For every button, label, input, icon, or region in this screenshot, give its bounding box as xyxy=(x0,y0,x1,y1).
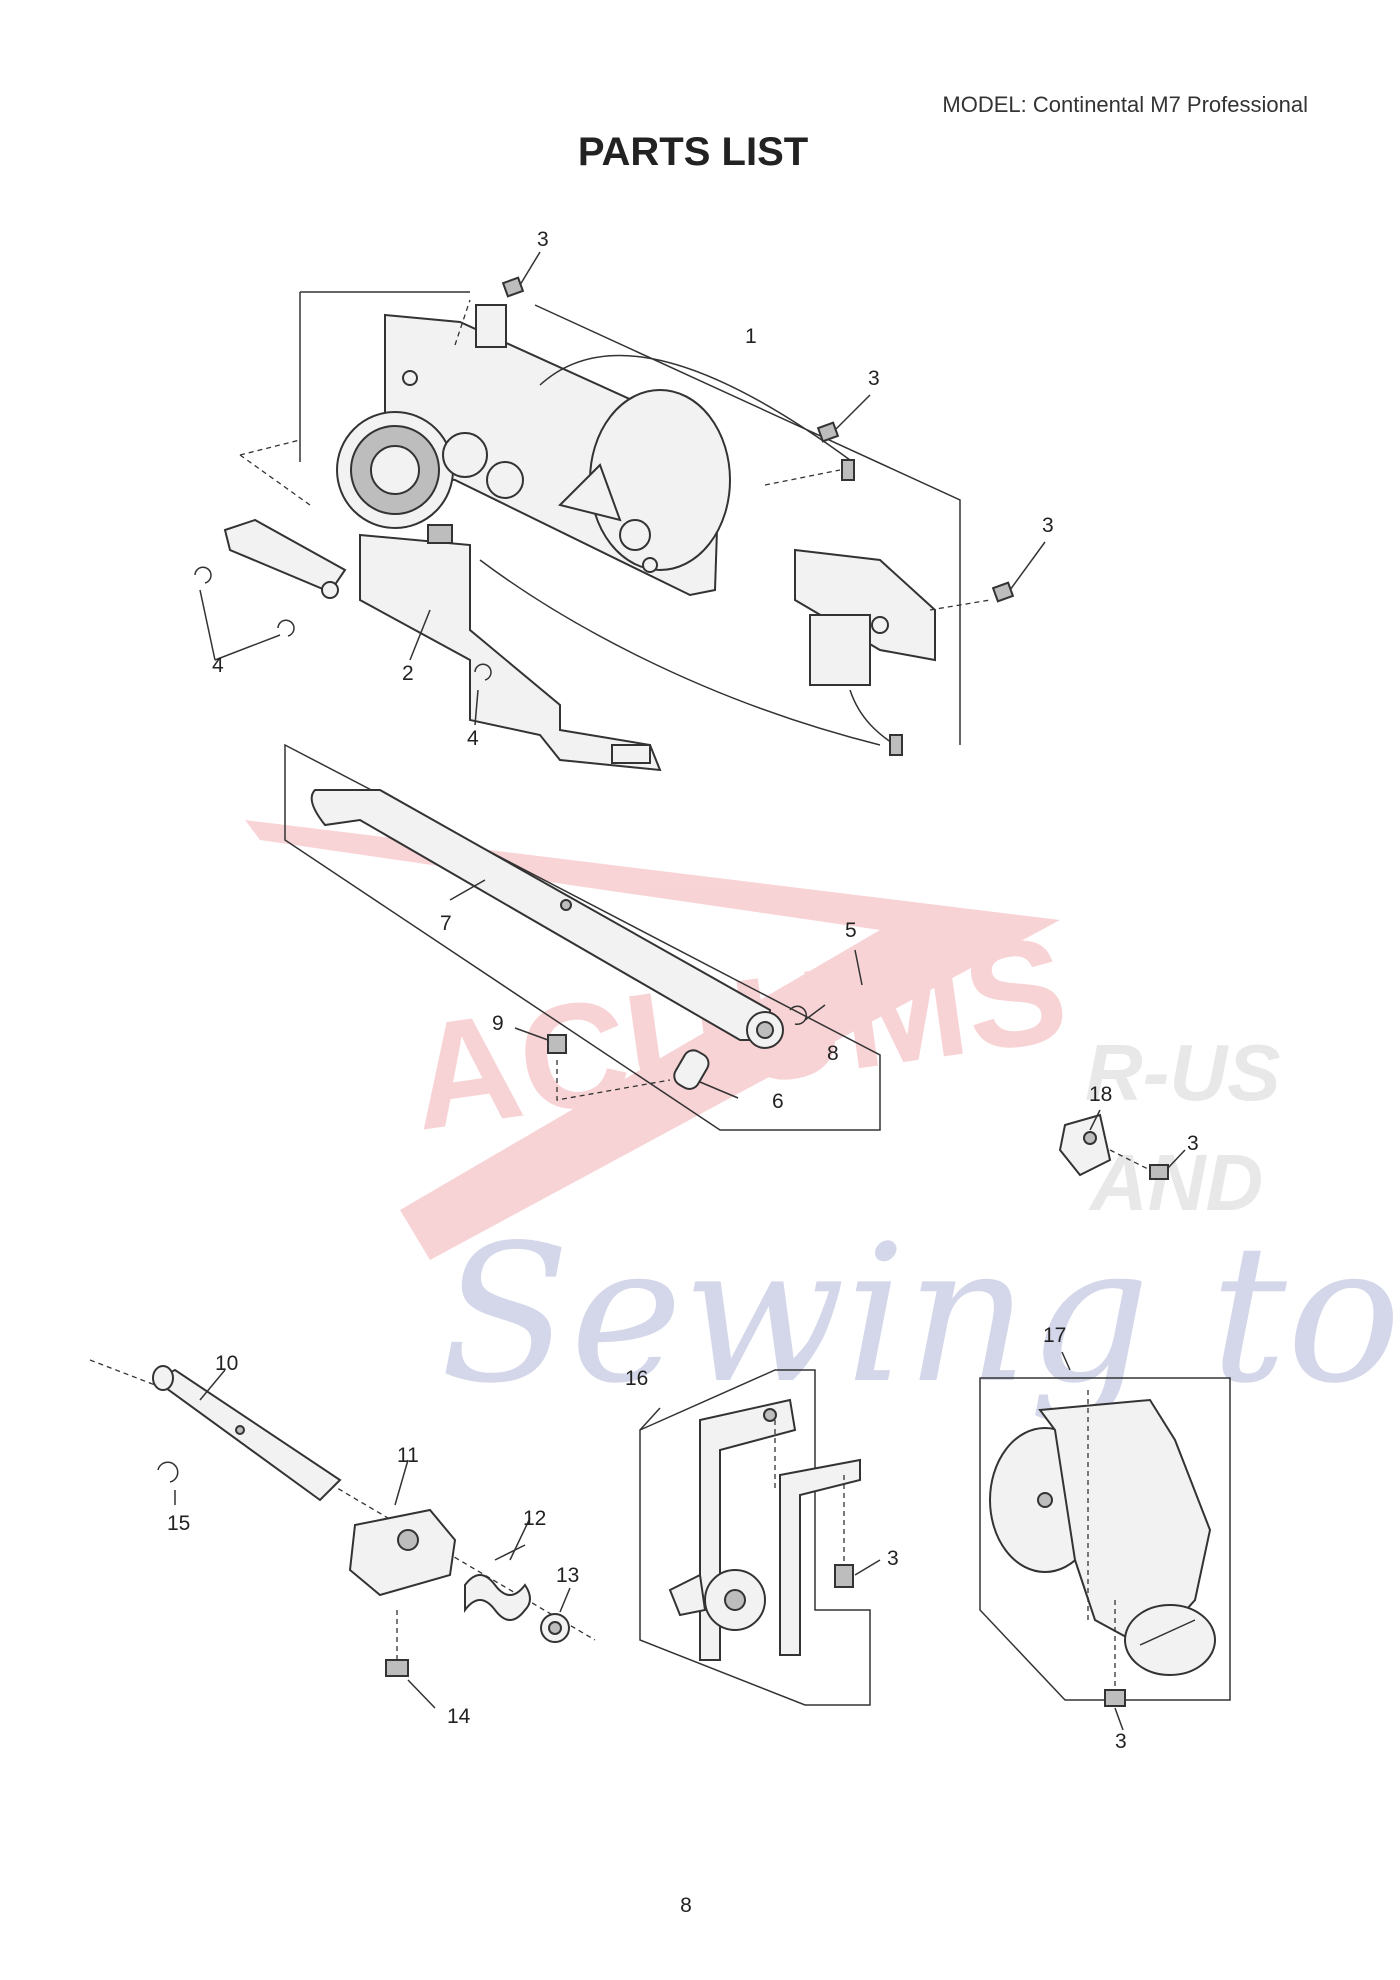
assembly-16 xyxy=(639,1369,881,1706)
callout-8: 8 xyxy=(827,1042,839,1065)
plate-bracket xyxy=(475,304,507,348)
screw-part-14 xyxy=(385,1659,409,1677)
callout-3: 3 xyxy=(1042,514,1054,537)
bracket-part-11 xyxy=(348,1508,457,1597)
callout-9: 9 xyxy=(492,1012,504,1035)
callout-2: 2 xyxy=(402,662,414,685)
watermark-word-2: R-US xyxy=(1085,1028,1281,1117)
gear-small-1 xyxy=(442,432,488,478)
screw-3f xyxy=(1104,1689,1126,1707)
pin-part-6 xyxy=(673,1049,710,1090)
callouts: 3 1 3 3 4 2 4 7 5 9 8 6 18 3 17 10 16 11… xyxy=(167,228,1199,1753)
shaft-part-10 xyxy=(153,1368,342,1502)
callout-3: 3 xyxy=(1115,1730,1127,1753)
model-label: MODEL: Continental M7 Professional xyxy=(942,92,1308,117)
callout-15: 15 xyxy=(167,1512,190,1535)
callout-3: 3 xyxy=(537,228,549,251)
frame-part-16 xyxy=(699,1398,797,1661)
screw-group-top xyxy=(501,251,1046,603)
assembly-2-lever-bracket xyxy=(194,518,662,772)
gear-small-2 xyxy=(486,461,524,499)
bracket-part-2 xyxy=(359,533,662,772)
screw-3a xyxy=(501,276,525,298)
assembly-17 xyxy=(979,1351,1231,1731)
watermark: ACUUMS R-US AND Sewing too xyxy=(245,820,1400,1425)
callout-10: 10 xyxy=(215,1352,238,1375)
screw-3e xyxy=(834,1564,854,1588)
e-ring-b xyxy=(277,619,295,637)
page-number: 8 xyxy=(680,1894,692,1917)
callout-3: 3 xyxy=(1187,1132,1199,1155)
callout-4: 4 xyxy=(467,727,479,750)
callout-12: 12 xyxy=(523,1507,546,1530)
callout-1: 1 xyxy=(745,325,757,348)
part-18-clip xyxy=(1058,1109,1186,1180)
callout-13: 13 xyxy=(556,1564,579,1587)
e-ring-15 xyxy=(157,1461,179,1483)
e-ring-c xyxy=(474,663,492,681)
lever-arm xyxy=(223,518,347,594)
callout-5: 5 xyxy=(845,919,857,942)
callout-3: 3 xyxy=(887,1547,899,1570)
watermark-word-4: Sewing too xyxy=(440,1204,1400,1425)
callout-7: 7 xyxy=(440,912,452,935)
callout-4: 4 xyxy=(212,654,224,677)
callout-18: 18 xyxy=(1089,1083,1112,1106)
e-ring-8 xyxy=(789,1005,808,1026)
callout-11: 11 xyxy=(397,1444,419,1467)
spring-part-12 xyxy=(464,1574,531,1621)
callout-6: 6 xyxy=(772,1090,784,1113)
motor-housing xyxy=(589,389,731,571)
page-title: PARTS LIST xyxy=(577,130,809,174)
screw-3b xyxy=(816,421,840,443)
screw-3c xyxy=(991,581,1015,603)
callout-17: 17 xyxy=(1043,1324,1066,1347)
sector-gear xyxy=(558,463,622,522)
shaft-group xyxy=(89,1359,596,1709)
e-ring-a xyxy=(194,566,212,584)
screw-3d xyxy=(1149,1164,1169,1180)
gear-small-3 xyxy=(619,519,651,551)
callout-16: 16 xyxy=(625,1367,648,1390)
callout-3: 3 xyxy=(868,367,880,390)
assembly-5-link xyxy=(284,743,881,1131)
switch-unit xyxy=(794,548,936,662)
callout-14: 14 xyxy=(447,1705,471,1728)
assembly-1-gear-plate xyxy=(239,291,991,756)
watermark-word-3: AND xyxy=(1088,1138,1263,1227)
screw-part-9 xyxy=(547,1034,567,1054)
